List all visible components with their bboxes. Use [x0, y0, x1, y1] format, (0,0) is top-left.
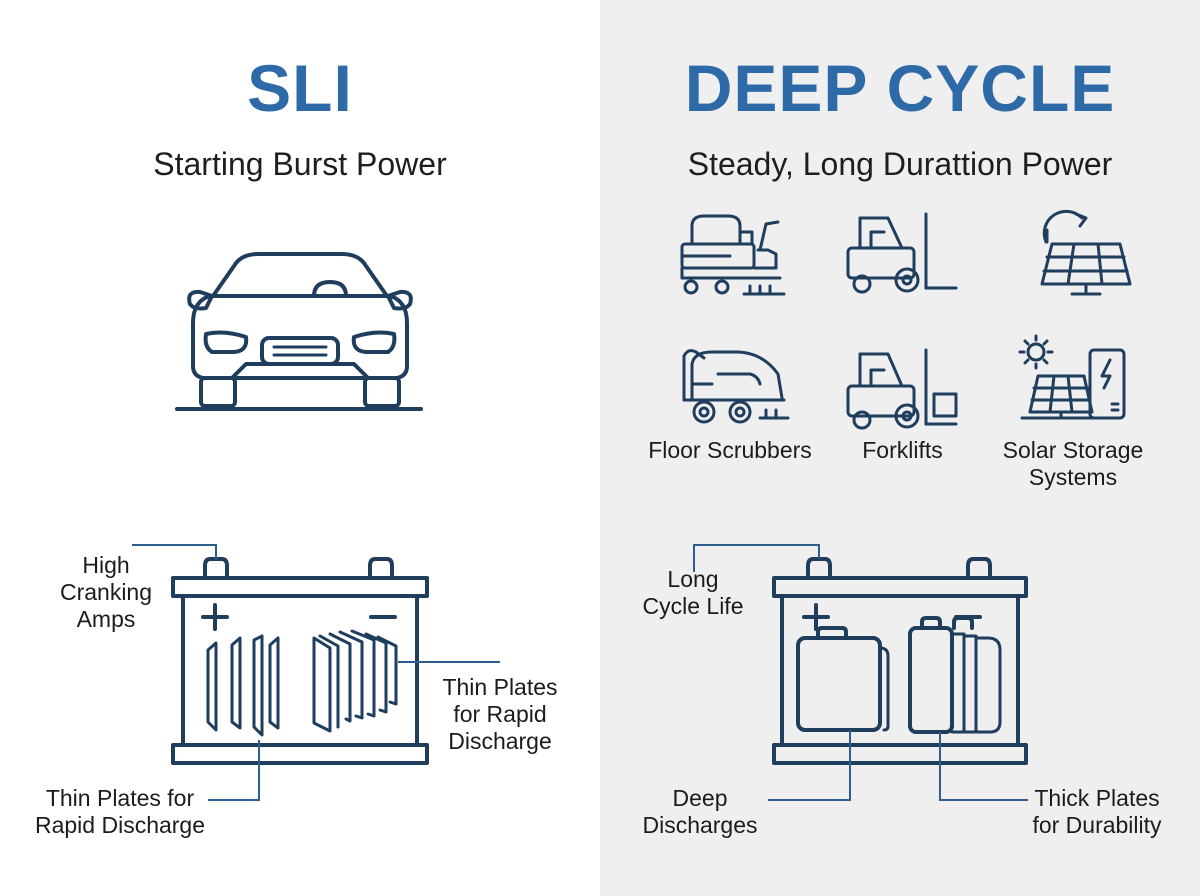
walk-behind-scrubber-icon: [682, 349, 790, 424]
deep-cycle-battery-icon: [772, 557, 1028, 765]
solar-storage-systems-label: Solar Storage Systems: [1002, 437, 1144, 490]
floor-scrubbers-label: Floor Scrubbers: [648, 437, 812, 463]
long-cycle-life-label: Long Cycle Life: [642, 566, 744, 619]
forklifts-label: Forklifts: [862, 437, 943, 463]
solar-panel-recycle-icon: [1040, 209, 1132, 296]
sli-subtitle: Starting Burst Power: [153, 146, 447, 182]
deep-cycle-subtitle: Steady, Long Durattion Power: [687, 146, 1113, 182]
ride-on-scrubber-icon: [680, 214, 786, 296]
deep-cycle-panel: DEEP CYCLE Steady, Long Durattion Power: [600, 0, 1200, 896]
solar-panel-battery-icon: [1018, 334, 1126, 420]
deep-cycle-title: DEEP CYCLE: [684, 51, 1116, 125]
deep-discharges-label: Deep Discharges: [642, 785, 758, 838]
sli-illustration: [132, 252, 500, 801]
forklift-with-crate-icon: [846, 348, 958, 430]
sli-battery-icon: [171, 557, 429, 765]
leader-thin-plates-bottom: [208, 740, 260, 801]
car-front-icon: [175, 252, 423, 411]
thin-plates-bottom-label: Thin Plates for Rapid Discharge: [34, 785, 206, 838]
leader-long-cycle: [693, 544, 820, 572]
leader-thick-plates: [939, 732, 1028, 801]
sli-title: SLI: [247, 51, 353, 125]
high-cranking-amps-label: High Cranking Amps: [59, 552, 153, 632]
deep-cycle-illustration: [680, 209, 1132, 801]
thick-plates-label: Thick Plates for Durability: [1032, 785, 1162, 838]
leader-deep-discharges: [768, 730, 851, 801]
thin-plates-right-label: Thin Plates for Rapid Discharge: [442, 674, 558, 754]
sli-panel: SLI Starting Burst Power: [34, 51, 558, 838]
forklift-icon: [846, 212, 958, 294]
leader-high-cranking: [132, 544, 217, 559]
